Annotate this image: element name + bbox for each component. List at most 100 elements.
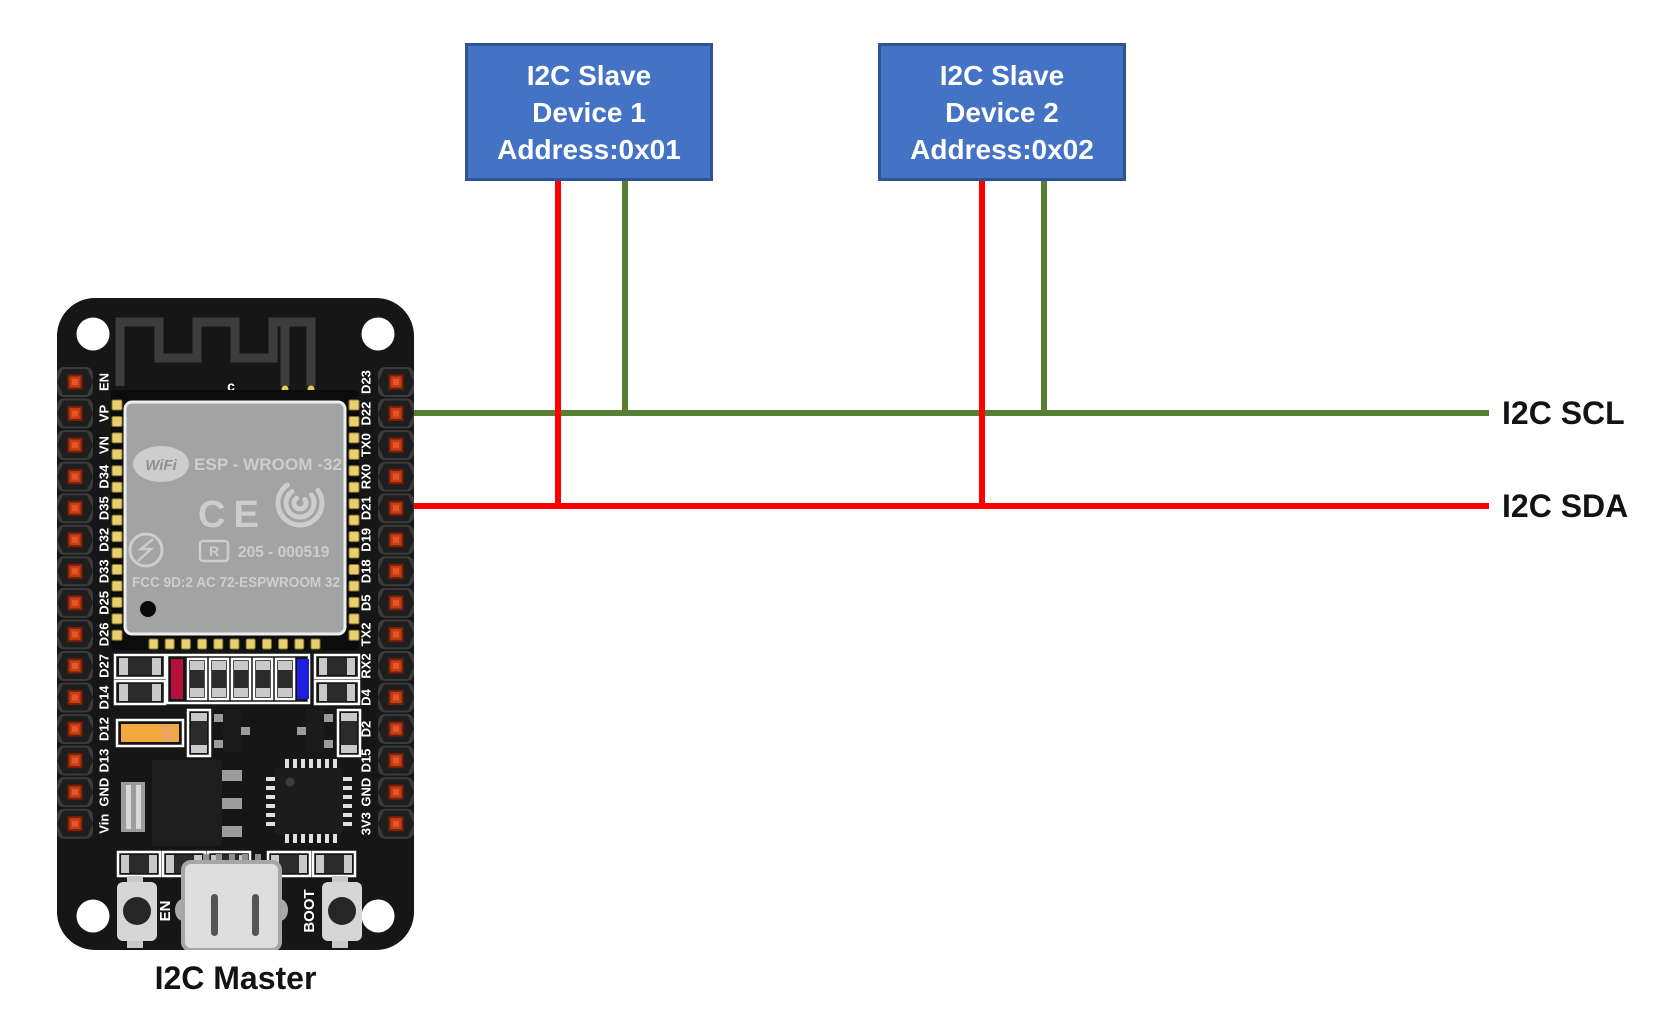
pin-label-d32: D32 <box>97 528 112 552</box>
reg-number: 205 - 000519 <box>238 544 330 561</box>
pin-left-vp: VP <box>57 398 112 429</box>
slave2-line2: Device 2 <box>945 96 1059 128</box>
pin-left-d27: D27 <box>57 650 112 681</box>
pin-label-tx0: TX0 <box>359 433 374 457</box>
pin-label-gnd: GND <box>97 778 112 807</box>
pin-left-d32: D32 <box>57 524 112 555</box>
espressif-logo <box>275 482 325 528</box>
transistor-2 <box>297 710 333 752</box>
pin-left-gnd: GND <box>57 777 112 808</box>
transistor-1 <box>214 710 250 752</box>
en-button <box>117 876 157 948</box>
boot-button <box>322 876 362 948</box>
r-box: R <box>198 539 230 563</box>
pin-right-tx0: TX0 <box>359 430 414 461</box>
slave-device-2-box: I2C Slave Device 2 Address:0x02 <box>878 43 1126 181</box>
shield-dot <box>140 601 156 617</box>
pin-left-d33: D33 <box>57 556 112 587</box>
slave-device-1-box: I2C Slave Device 1 Address:0x01 <box>465 43 713 181</box>
pin-label-rx2: RX2 <box>359 653 374 678</box>
capacitor-bank <box>165 653 311 705</box>
scl-label: I2C SCL <box>1502 395 1625 431</box>
module-castellation-pads <box>111 399 360 650</box>
wifi-logo: WiFi <box>133 446 189 482</box>
pin-left-vin: Vin <box>57 808 112 839</box>
master-label: I2C Master <box>154 960 317 996</box>
pin-right-d15: D15 <box>359 745 414 776</box>
module-name: ESP - WROOM -32 <box>194 455 342 474</box>
pin-label-d19: D19 <box>359 528 374 552</box>
svg-text:R: R <box>209 543 219 559</box>
pin-left-d14: D14 <box>57 682 112 713</box>
pin-right-d5: D5 <box>359 587 414 618</box>
slave1-line2: Device 1 <box>532 96 646 128</box>
pin-label-d34: D34 <box>97 464 112 489</box>
pin-right-rx0: RX0 <box>359 461 414 492</box>
module-shield: WiFi ESP - WROOM -32 CE R 205 - 000519 F… <box>123 400 347 636</box>
pin-label-d12: D12 <box>97 717 112 741</box>
svg-text:WiFi: WiFi <box>145 457 177 474</box>
pin-left-en: EN <box>57 367 112 397</box>
pin-label-vn: VN <box>97 436 112 454</box>
pin-label-d13: D13 <box>97 749 112 773</box>
pin-label-d27: D27 <box>97 654 112 678</box>
pin-left-d12: D12 <box>57 714 112 745</box>
ce-mark: CE <box>198 494 267 536</box>
usb-uart-chip <box>266 759 352 843</box>
pin-right-d2: D2 <box>359 714 414 745</box>
smd-vertical-right <box>336 708 362 758</box>
smd-components <box>113 653 362 878</box>
slave1-line3: Address:0x01 <box>497 133 681 165</box>
pin-right-d19: D19 <box>359 524 414 555</box>
pin-right-rx2: RX2 <box>359 650 414 681</box>
sda-label: I2C SDA <box>1502 488 1629 524</box>
pin-label-d35: D35 <box>97 496 112 520</box>
pin-label-d21: D21 <box>359 496 374 520</box>
pin-left-d25: D25 <box>57 587 112 618</box>
orange-diode <box>115 718 185 748</box>
scl-net <box>408 179 1489 416</box>
resistor-pair-right <box>313 653 361 706</box>
pin-right-3v3: 3V3 <box>359 808 414 839</box>
resistor-pair-left <box>113 653 167 706</box>
red-capacitor <box>171 659 183 699</box>
fcc-text: FCC 9D:2 AC 72-ESPWROOM 32 <box>132 575 340 591</box>
right-pin-header: D23D22TX0RX0D21D19D18D5TX2RX2D4D2D15GND3… <box>359 367 414 839</box>
mounting-hole <box>76 899 110 933</box>
pin-right-d18: D18 <box>359 556 414 587</box>
pin-left-d34: D34 <box>57 461 112 492</box>
mounting-holes <box>76 317 395 933</box>
antenna-label: c <box>227 378 235 394</box>
pin-label-d33: D33 <box>97 559 112 583</box>
pin-label-d23: D23 <box>359 370 374 394</box>
pin-left-d26: D26 <box>57 619 112 650</box>
smd-vertical-left <box>186 708 212 758</box>
sda-net <box>408 179 1489 509</box>
slave2-line3: Address:0x02 <box>910 133 1094 165</box>
capacitor-striped <box>121 782 145 832</box>
pin-left-vn: VN <box>57 430 112 461</box>
pin-label-d26: D26 <box>97 622 112 646</box>
pin-label-d25: D25 <box>97 591 112 615</box>
pin-label-gnd: GND <box>359 778 374 807</box>
mounting-hole <box>76 317 110 351</box>
pin-label-rx0: RX0 <box>359 464 374 489</box>
boot-button-label: BOOT <box>301 889 318 932</box>
pin-label-d5: D5 <box>359 595 374 612</box>
pin-right-tx2: TX2 <box>359 619 414 650</box>
pin-label-vin: Vin <box>97 814 112 834</box>
pin-left-d35: D35 <box>57 493 112 524</box>
usb-connector <box>175 854 288 950</box>
pin-right-d4: D4 <box>359 682 414 713</box>
antenna-trace <box>115 317 316 386</box>
pin-right-d23: D23 <box>359 367 414 397</box>
pin-right-gnd: GND <box>359 777 414 808</box>
pin-label-d15: D15 <box>359 749 374 773</box>
blue-capacitor <box>297 659 309 699</box>
pin-right-d22: D22 <box>359 398 414 429</box>
pin-label-d14: D14 <box>97 685 112 710</box>
mounting-hole <box>361 317 395 351</box>
